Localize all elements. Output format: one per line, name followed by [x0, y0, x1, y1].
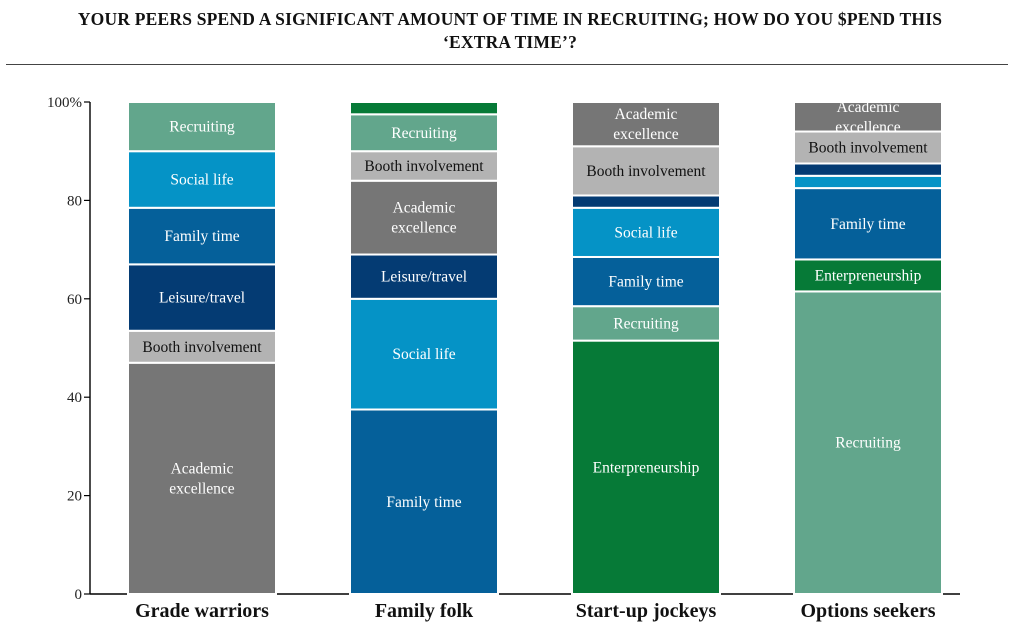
bar-segment-family-folk-social-life — [349, 297, 499, 411]
bar-segment-start-up-jockeys-leisure-travel — [571, 194, 721, 209]
bar-segment-start-up-jockeys-academic-excellence — [571, 101, 721, 148]
bar-segment-family-folk-booth-involvement — [349, 150, 499, 182]
segment-label: excellence — [391, 220, 457, 237]
bar-segment-family-folk-enterpreneurship — [349, 101, 499, 116]
bar-segment-grade-warriors-leisure-travel — [127, 263, 277, 332]
segment-label: Social life — [392, 346, 455, 363]
x-category-label-grade-warriors: Grade warriors — [135, 600, 269, 622]
chart-title-line-1: YOUR PEERS SPEND A SIGNIFICANT AMOUNT OF… — [77, 9, 943, 29]
bar-segment-options-seekers-recruiting — [793, 290, 943, 595]
segment-label: Recruiting — [613, 315, 679, 332]
y-tick-label: 0 — [75, 587, 83, 603]
y-tick-label: 60 — [67, 292, 82, 308]
segment-label: Booth involvement — [364, 158, 484, 175]
bar-segment-family-folk-leisure-travel — [349, 253, 499, 300]
bar-segment-grade-warriors-social-life — [127, 150, 277, 209]
segment-label: Academic — [615, 106, 678, 123]
y-tick-label: 20 — [67, 489, 82, 505]
segment-label: Leisure/travel — [381, 269, 467, 286]
bar-segment-family-folk-recruiting — [349, 113, 499, 153]
segment-label: Academic — [171, 460, 234, 477]
segment-label: Recruiting — [391, 125, 457, 142]
bar-segment-family-folk-family-time — [349, 408, 499, 595]
segment-label: Family time — [608, 274, 683, 291]
segment-label: Enterpreneurship — [593, 459, 700, 476]
title-divider — [6, 64, 1008, 65]
y-tick-label: 40 — [67, 390, 82, 406]
bar-segment-grade-warriors-academic-excellence — [127, 361, 277, 596]
segment-label: excellence — [835, 119, 901, 136]
segment-label: Booth involvement — [808, 140, 928, 157]
segment-label: Booth involvement — [586, 163, 706, 180]
bar-segment-start-up-jockeys-family-time — [571, 255, 721, 308]
segment-label: Academic — [837, 99, 900, 116]
bar-segment-start-up-jockeys-booth-involvement — [571, 145, 721, 197]
segment-label: Leisure/travel — [159, 290, 245, 307]
bar-segment-grade-warriors-booth-involvement — [127, 329, 277, 364]
bar-segment-family-folk-academic-excellence — [349, 179, 499, 256]
bar-segment-options-seekers-leisure-travel — [793, 162, 943, 177]
segment-label: excellence — [169, 480, 235, 497]
chart-title-line-2: ‘EXTRA TIME’? — [442, 32, 578, 52]
y-tick-label: 80 — [67, 193, 82, 209]
segment-label: Social life — [614, 224, 677, 241]
segment-label: excellence — [613, 126, 679, 143]
y-tick-label: 100% — [47, 95, 82, 111]
bar-segment-grade-warriors-recruiting — [127, 101, 277, 153]
x-category-label-options-seekers: Options seekers — [801, 600, 936, 622]
bar-segment-start-up-jockeys-recruiting — [571, 305, 721, 342]
segment-label: Enterpreneurship — [815, 267, 922, 284]
bar-segment-start-up-jockeys-social-life — [571, 206, 721, 258]
bar-segment-start-up-jockeys-enterpreneurship — [571, 339, 721, 595]
segment-label: Family time — [386, 494, 461, 511]
segment-label: Booth involvement — [142, 339, 262, 356]
x-category-label-family-folk: Family folk — [375, 600, 474, 622]
chart-title: YOUR PEERS SPEND A SIGNIFICANT AMOUNT OF… — [0, 8, 1020, 54]
segment-label: Social life — [170, 171, 233, 188]
bar-segment-grade-warriors-family-time — [127, 206, 277, 266]
bar-segment-options-seekers-academic-excellence — [793, 101, 943, 133]
x-category-label-start-up-jockeys: Start-up jockeys — [576, 600, 717, 622]
segment-label: Academic — [393, 200, 456, 217]
segment-label: Family time — [830, 216, 905, 233]
segment-label: Family time — [164, 228, 239, 245]
segment-label: Recruiting — [169, 119, 235, 136]
segment-label: Recruiting — [835, 435, 901, 452]
bars — [127, 101, 943, 596]
bar-segment-options-seekers-social-life — [793, 174, 943, 190]
